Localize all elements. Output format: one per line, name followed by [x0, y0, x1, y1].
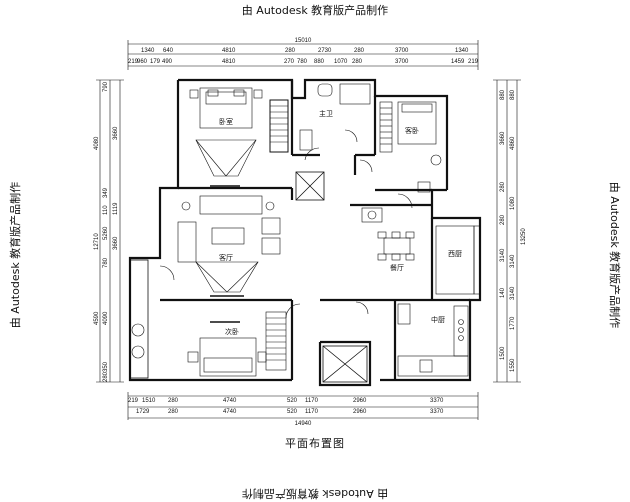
label-west-kitchen: 西厨 — [448, 250, 462, 258]
drawing-title: 平面布置图 — [285, 437, 345, 450]
dim-label: 5260 — [103, 226, 109, 240]
watermark-top: 由 Autodesk 教育版产品制作 — [241, 4, 389, 17]
dim-label: 4810 — [222, 48, 236, 54]
dim-label: 4590 — [94, 311, 100, 325]
walls — [128, 78, 482, 387]
dim-label: 3140 — [510, 286, 516, 300]
dim-label: 3140 — [500, 248, 506, 262]
dim-label: 280 — [500, 181, 506, 192]
dim-label: 4090 — [103, 311, 109, 325]
dim-label: 1170 — [305, 398, 319, 404]
dim-label: 280 — [285, 48, 296, 54]
dim-label: 4810 — [222, 59, 236, 65]
dim-label: 270 — [284, 59, 295, 65]
dim-label: 2960 — [353, 409, 367, 415]
dim-label: 1080 — [510, 196, 516, 210]
dim-label: 3660 — [500, 131, 506, 145]
label-master-bath: 主卫 — [319, 109, 333, 118]
dim-label: 880 — [510, 89, 516, 100]
dim-label: 3370 — [430, 409, 444, 415]
dim-label: 4740 — [223, 409, 237, 415]
dim-label: 12710 — [94, 233, 100, 250]
dim-label: 3370 — [430, 398, 444, 404]
dim-label: 1170 — [305, 409, 319, 415]
dim-label: 780 — [297, 59, 308, 65]
door-swings — [159, 147, 413, 319]
label-master-bedroom: 卧室 — [219, 117, 233, 126]
dim-label: 640 — [163, 48, 174, 54]
dim-label: 880 — [500, 89, 506, 100]
master-bedroom — [189, 87, 289, 187]
dim-label: 1770 — [510, 316, 516, 330]
dim-label: 1510 — [142, 398, 156, 404]
dim-label: 1340 — [455, 48, 469, 54]
dim-label: 520 — [287, 398, 298, 404]
dim-label: 280 — [168, 409, 179, 415]
dining-area — [361, 181, 431, 261]
dim-label: 280 — [500, 214, 506, 225]
dim-bottom-row1: 219 1510 280 4740 520 1170 2960 3370 — [128, 398, 444, 404]
dim-bottom-total: 14940 — [295, 421, 312, 427]
dim-label: 349 — [103, 187, 109, 198]
dim-label: 3140 — [510, 254, 516, 268]
dim-label: 780 — [103, 257, 109, 268]
dim-label: 1340 — [141, 48, 155, 54]
dim-label: 790 — [103, 81, 109, 92]
dim-label: 4080 — [94, 136, 100, 150]
dim-top-row1: 1340 640 4810 280 2730 280 3700 1340 — [141, 48, 469, 54]
dim-label: 3700 — [395, 48, 409, 54]
dim-label: 280 — [103, 371, 109, 382]
label-kitchen: 中厨 — [431, 315, 445, 324]
kitchen — [397, 303, 469, 377]
dim-label: 960 — [137, 59, 148, 65]
dim-right-labels: 880 880 3660 4860 280 1080 280 13250 314… — [500, 89, 527, 372]
label-guest-bedroom: 客卧 — [405, 126, 419, 135]
dim-label: 3700 — [395, 59, 409, 65]
dim-label: 490 — [162, 59, 173, 65]
right-dimensions — [493, 79, 521, 383]
guest-bedroom — [379, 101, 442, 166]
dim-bottom-row2: 1729 280 4740 520 1170 2960 3370 — [136, 409, 444, 415]
dim-label: 280 — [352, 59, 363, 65]
left-dimensions — [96, 79, 124, 383]
dim-label: 1550 — [510, 358, 516, 372]
dim-label: 219 — [128, 398, 139, 404]
top-dimensions — [127, 40, 479, 70]
west-kitchen — [435, 225, 481, 295]
dim-label: 4740 — [223, 398, 237, 404]
dim-label: 219 — [128, 59, 139, 65]
dim-label: 219 — [468, 59, 479, 65]
dim-label: 13250 — [521, 228, 527, 245]
dim-label: 3660 — [113, 236, 119, 250]
dim-label: 140 — [500, 287, 506, 298]
dim-label: 350 — [103, 361, 109, 372]
master-bath — [299, 83, 371, 151]
label-dining-area: 餐厅 — [390, 263, 404, 272]
dim-label: 1500 — [500, 346, 506, 360]
label-second-bedroom: 次卧 — [225, 327, 239, 336]
dim-label: 1729 — [136, 409, 150, 415]
dim-label: 4860 — [510, 136, 516, 150]
dim-label: 880 — [314, 59, 325, 65]
second-bedroom — [131, 311, 287, 377]
partitions — [129, 171, 368, 383]
dim-label: 179 — [150, 59, 161, 65]
dim-label: 1070 — [334, 59, 348, 65]
dim-label: 2730 — [318, 48, 332, 54]
dim-label: 280 — [354, 48, 365, 54]
bottom-dimensions — [127, 392, 479, 420]
dim-label: 520 — [287, 409, 298, 415]
living-room — [177, 195, 281, 297]
dim-label: 1119 — [113, 202, 119, 215]
dim-top-total: 15010 — [295, 38, 312, 44]
dim-label: 280 — [168, 398, 179, 404]
dim-label: 2960 — [353, 398, 367, 404]
dim-left-labels: 790 4080 3660 349 110 1119 12710 5260 36… — [94, 81, 119, 382]
dim-label: 110 — [103, 205, 109, 215]
dim-label: 1459 — [451, 59, 465, 65]
dim-label: 3660 — [113, 126, 119, 140]
dim-top-row2: 219 960 179 490 4810 270 780 880 1070 28… — [128, 59, 479, 65]
label-living-room: 客厅 — [219, 253, 233, 262]
